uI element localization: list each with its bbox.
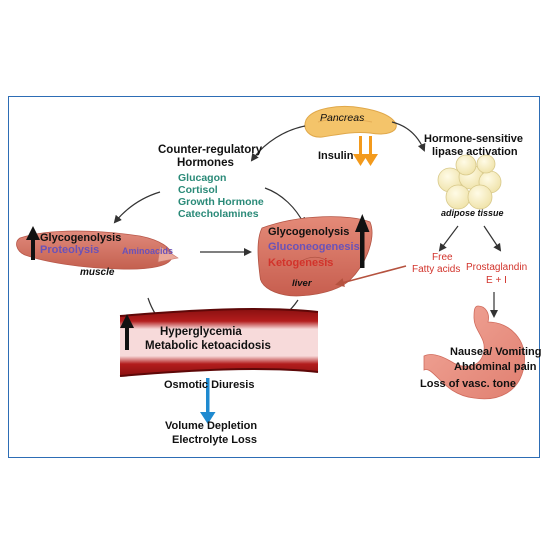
- vessel-hyperglycemia: Hyperglycemia: [160, 326, 242, 338]
- arrow-adipose-to-prostaglandin: [483, 225, 502, 252]
- electrolyte-loss-label: Electrolyte Loss: [172, 434, 257, 446]
- adipose-tissue-illustration: [437, 154, 502, 210]
- prostaglandin-line2: E + I: [486, 275, 507, 286]
- hormone-growth-hormone: Growth Hormone: [178, 196, 264, 208]
- lipase-line2: lipase activation: [432, 146, 518, 158]
- nausea-vomiting-label: Nausea/ Vomiting: [450, 346, 542, 358]
- liver-increase-arrow: [355, 214, 370, 268]
- liver-label: liver: [292, 278, 312, 289]
- hormone-catecholamines: Catecholamines: [178, 208, 259, 220]
- arrow-adipose-to-fatty-acids: [438, 225, 459, 252]
- pancreas-label: Pancreas: [320, 112, 365, 124]
- muscle-aminoacids: Aminoacids: [122, 246, 174, 256]
- muscle-illustration: [16, 230, 179, 270]
- pancreas-illustration: [304, 106, 397, 138]
- lipase-line1: Hormone-sensitive: [424, 133, 524, 145]
- blood-vessel-illustration: [119, 308, 319, 377]
- muscle-increase-arrow: [26, 226, 40, 260]
- vessel-ketoacidosis: Metabolic ketoacidosis: [145, 340, 271, 352]
- volume-depletion-label: Volume Depletion: [165, 420, 258, 432]
- arrow-pancreas-to-counter-regulatory: [250, 125, 306, 162]
- stomach-illustration: [423, 305, 525, 400]
- arrow-pancreas-to-lipase: [391, 121, 426, 152]
- muscle-label: muscle: [80, 267, 115, 278]
- liver-ketogenesis: Ketogenesis: [268, 257, 334, 269]
- hormone-glucagon: Glucagon: [178, 172, 227, 184]
- fatty-acids-line1: Free: [432, 252, 453, 263]
- liver-gluconeogenesis: Gluconeogenesis: [268, 241, 360, 253]
- muscle-glycogenolysis: Glycogenolysis: [40, 232, 122, 244]
- muscle-proteolysis: Proteolysis: [40, 244, 100, 256]
- adipose-label: adipose tissue: [441, 208, 504, 218]
- liver-illustration: [257, 216, 373, 297]
- insulin-decrease-arrows: [353, 136, 378, 166]
- prostaglandin-line1: Prostaglandin: [466, 262, 528, 273]
- arrow-fatty-acids-to-liver: [335, 265, 407, 287]
- diuresis-arrow: [200, 378, 216, 424]
- liver-glycogenolysis: Glycogenolysis: [268, 226, 350, 238]
- hormone-cortisol: Cortisol: [178, 184, 218, 196]
- counter-regulatory-title-line1: Counter-regulatory: [158, 144, 263, 156]
- insulin-label: Insulin: [318, 150, 354, 162]
- arrow-hormones-to-muscle: [113, 191, 161, 224]
- osmotic-diuresis-label: Osmotic Diuresis: [164, 379, 255, 391]
- counter-regulatory-title-line2: Hormones: [177, 157, 234, 169]
- loss-of-vasc-tone-label: Loss of vasc. tone: [420, 378, 516, 390]
- vessel-increase-arrow: [120, 314, 134, 350]
- abdominal-pain-label: Abdominal pain: [454, 361, 537, 373]
- fatty-acids-line2: Fatty acids: [412, 264, 461, 275]
